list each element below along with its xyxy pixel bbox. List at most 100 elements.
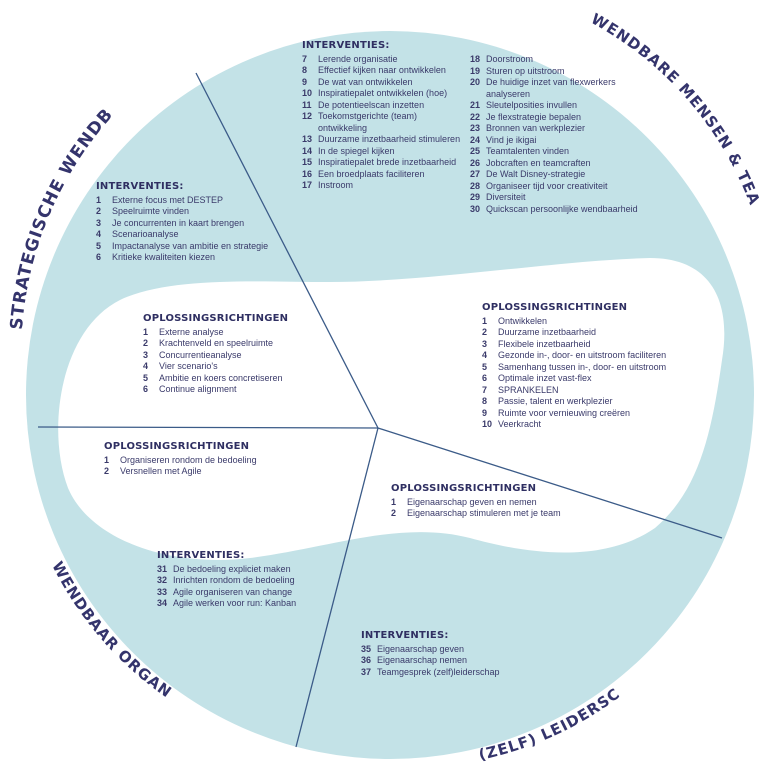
list-item: 8 Effectief kijken naar ontwikkelen xyxy=(302,65,462,77)
item-number: 2 xyxy=(96,206,102,216)
item-text: Scenarioanalyse xyxy=(112,229,179,239)
item-text: Ontwikkelen xyxy=(498,315,548,326)
item-number: 1 xyxy=(96,194,102,205)
item-number: 30 xyxy=(470,203,481,214)
block-heading: OPLOSSINGSRICHTINGEN xyxy=(104,441,250,452)
item-text: Toekomstgerichte (team) ontwikkeling xyxy=(318,111,418,133)
item-number: 23 xyxy=(470,123,481,133)
item-number: 37 xyxy=(361,666,372,677)
item-text: SPRANKELEN xyxy=(498,384,559,395)
item-number: 4 xyxy=(482,350,488,360)
item-number: 5 xyxy=(96,240,102,251)
item-text: Inspiratiepalet brede inzetbaarheid xyxy=(318,157,457,167)
item-text: Veerkracht xyxy=(498,419,542,429)
item-number: 20 xyxy=(470,77,481,87)
item-number: 1 xyxy=(143,326,149,337)
item-number: 14 xyxy=(302,145,313,156)
item-number: 22 xyxy=(470,111,481,122)
item-text: Kritieke kwaliteiten kiezen xyxy=(112,252,216,262)
item-text: Instroom xyxy=(318,180,354,190)
item-number: 17 xyxy=(302,180,313,190)
list-item: 4 Scenarioanalyse xyxy=(96,229,296,241)
item-text: Quickscan persoonlijke wendbaarheid xyxy=(486,203,638,214)
item-text: Agile werken voor run: Kanban xyxy=(173,598,297,608)
item-number: 1 xyxy=(104,454,110,465)
item-number: 16 xyxy=(302,168,313,179)
item-text: De Walt Disney-strategie xyxy=(486,169,586,179)
item-number: 28 xyxy=(470,180,481,191)
item-text: In de spiegel kijken xyxy=(318,145,395,156)
block-heading: INTERVENTIES: xyxy=(302,40,390,51)
block-heading: OPLOSSINGSRICHTINGEN xyxy=(482,302,628,313)
item-text: Duurzame inzetbaarheid stimuleren xyxy=(318,134,461,144)
list-item: 20 De huidige inzet van flexwerkers analy… xyxy=(470,77,645,100)
item-number: 13 xyxy=(302,134,313,144)
item-text: Sturen op uitstroom xyxy=(486,65,565,76)
item-text: Effectief kijken naar ontwikkelen xyxy=(318,65,446,75)
item-text: Externe focus met DESTEP xyxy=(112,194,224,205)
divider-west xyxy=(37,426,379,429)
item-number: 11 xyxy=(302,99,312,110)
item-number: 8 xyxy=(302,65,308,75)
item-text: Inrichten rondom de bedoeling xyxy=(173,575,295,585)
item-number: 36 xyxy=(361,655,372,665)
list-item: 13 Duurzame inzetbaarheid stimuleren xyxy=(302,134,462,146)
item-number: 34 xyxy=(157,598,168,608)
item-text: Eigenaarschap nemen xyxy=(377,655,468,665)
item-number: 1 xyxy=(391,496,397,507)
item-text: Doorstroom xyxy=(486,54,534,64)
item-text: Krachtenveld en speelruimte xyxy=(159,338,274,348)
inner-blob xyxy=(58,258,725,561)
item-number: 5 xyxy=(482,361,488,372)
list-item: 34 Agile werken voor run: Kanban xyxy=(157,598,327,610)
item-number: 2 xyxy=(482,327,488,337)
item-number: 4 xyxy=(96,229,102,239)
item-text: De huidige inzet van flexwerkers analyse… xyxy=(486,77,616,99)
item-text: Vier scenario's xyxy=(159,361,218,371)
block-heading: OPLOSSINGSRICHTINGEN xyxy=(143,313,289,324)
item-text: Eigenaarschap geven xyxy=(377,643,465,654)
item-text: Eigenaarschap stimuleren met je team xyxy=(407,508,561,518)
item-text: Jobcraften en teamcraften xyxy=(486,157,591,168)
item-text: Je concurrenten in kaart brengen xyxy=(112,217,245,228)
item-number: 24 xyxy=(470,134,481,145)
item-number: 2 xyxy=(104,466,110,476)
item-number: 32 xyxy=(157,575,168,585)
block-heading: INTERVENTIES: xyxy=(361,630,449,641)
item-number: 7 xyxy=(302,53,308,64)
